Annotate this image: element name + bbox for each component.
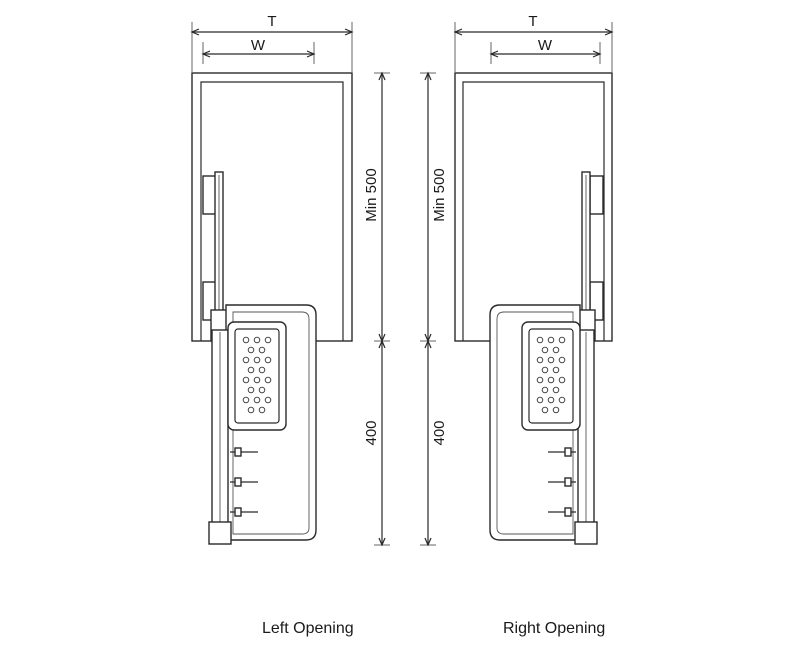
left-upper-height-label: Min 500	[363, 168, 380, 221]
right-lower-height-label: 400	[431, 420, 448, 445]
right-opening-view: T W	[453, 13, 614, 545]
left-opening-view: T W	[190, 13, 354, 545]
right-upper-height-label: Min 500	[431, 168, 448, 221]
right-height-dimension: Min 500 400	[420, 71, 448, 547]
right-opening-caption: Right Opening	[503, 620, 606, 637]
left-w-label: W	[251, 37, 266, 54]
left-lower-height-label: 400	[363, 420, 380, 445]
left-opening-caption: Left Opening	[262, 620, 354, 637]
left-basket	[208, 304, 317, 545]
left-height-dimension: Min 500 400	[363, 71, 390, 547]
left-t-label: T	[267, 13, 276, 30]
right-shelf-pegs	[548, 447, 576, 517]
right-w-dimension: W	[489, 37, 602, 64]
left-shelf-pegs	[230, 447, 258, 517]
right-t-label: T	[528, 13, 537, 30]
right-perforation-grid	[536, 336, 566, 414]
left-w-dimension: W	[201, 37, 316, 64]
right-w-label: W	[538, 37, 553, 54]
left-t-dimension: T	[190, 13, 354, 72]
left-perforation-grid	[242, 336, 272, 414]
right-t-dimension: T	[453, 13, 614, 72]
right-basket	[489, 304, 598, 545]
